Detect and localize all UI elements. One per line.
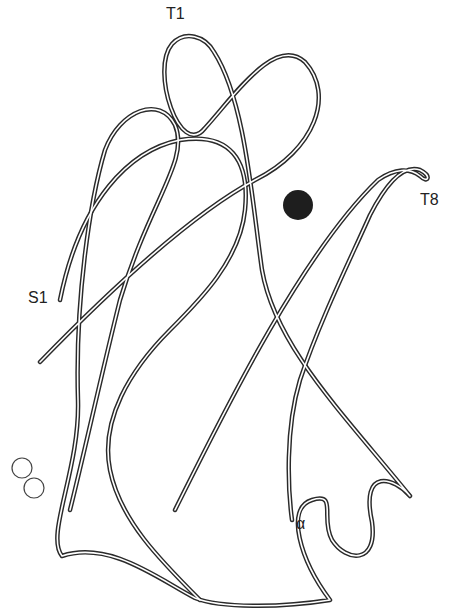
structure-label: T8 bbox=[420, 192, 439, 208]
small-ion bbox=[24, 478, 44, 498]
metal-ion bbox=[283, 190, 313, 220]
small-ion bbox=[12, 458, 32, 478]
structure-label: α bbox=[296, 516, 305, 532]
backbone-tube bbox=[40, 36, 428, 606]
structure-label: T1 bbox=[166, 6, 185, 22]
structure-label: S1 bbox=[28, 290, 48, 306]
